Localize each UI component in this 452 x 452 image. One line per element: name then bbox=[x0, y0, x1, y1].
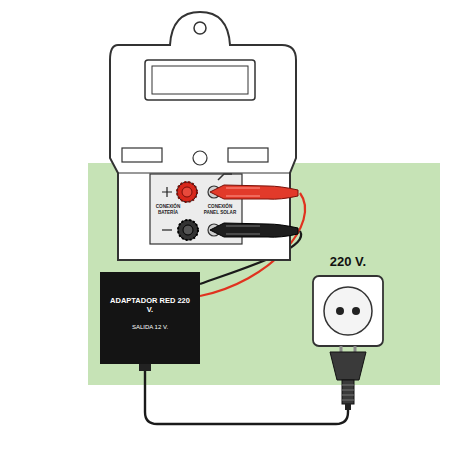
cable-exit bbox=[139, 364, 151, 371]
energizer-housing: CONEXIÓN BATERÍA CONEXIÓN PANEL SOLAR bbox=[100, 8, 300, 268]
node-label: SALIDA 12 V. bbox=[110, 324, 190, 331]
node-label: ADAPTADOR RED 220 V. bbox=[110, 296, 190, 314]
mains-adapter: ADAPTADOR RED 220 V. SALIDA 12 V. bbox=[100, 272, 200, 364]
node-label: CONEXIÓN BATERÍA bbox=[151, 204, 185, 215]
voltage-label: 220 V. bbox=[310, 254, 386, 270]
wall-socket bbox=[313, 276, 383, 410]
cable bbox=[145, 364, 348, 424]
node-label: CONEXIÓN PANEL SOLAR bbox=[200, 204, 240, 215]
wall-socket: 220 V. bbox=[310, 252, 386, 410]
energizer bbox=[110, 12, 298, 260]
